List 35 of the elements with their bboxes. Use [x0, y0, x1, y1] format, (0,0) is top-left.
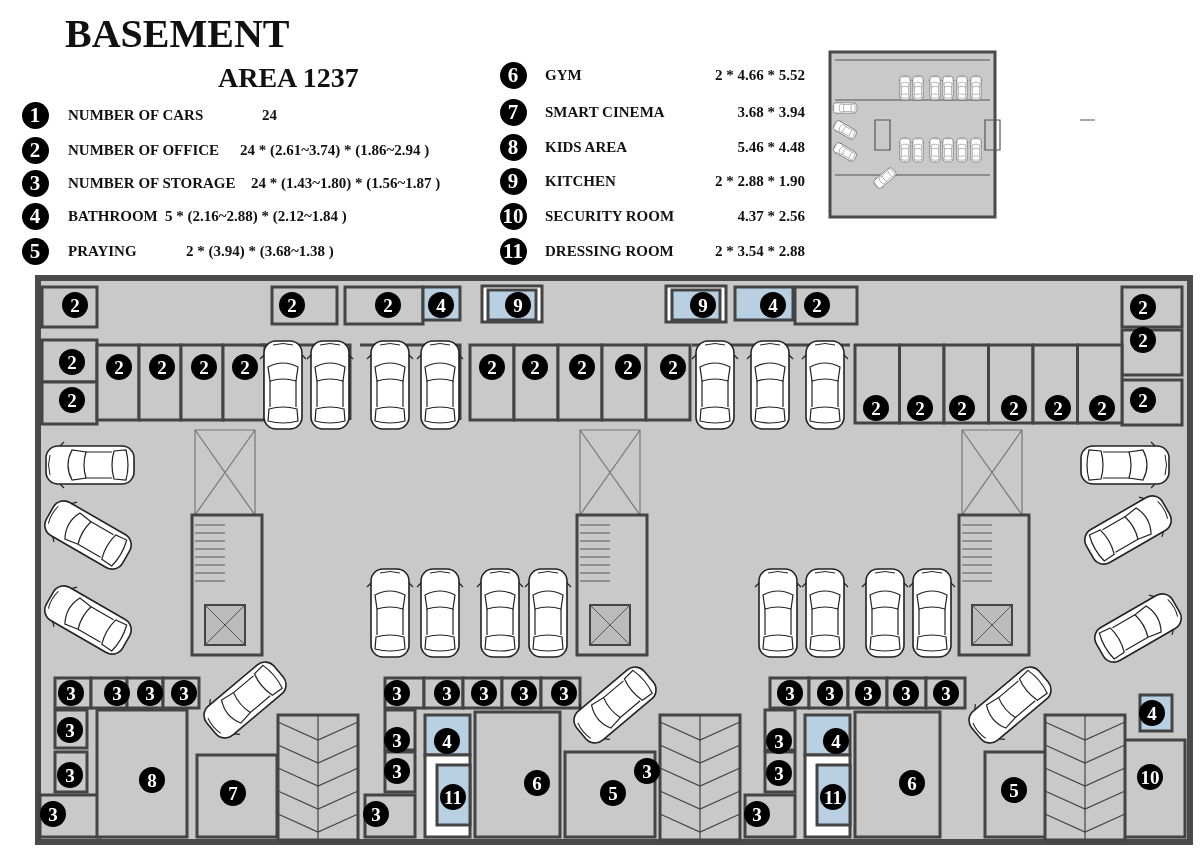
- legend-item-size: 5.46 * 4.48: [737, 139, 805, 155]
- legend-item-size: 5 * (2.16~2.88) * (2.12~1.84 ): [165, 208, 347, 224]
- legend-item-name: GYM: [545, 67, 582, 83]
- area-heading: AREA 1237: [218, 64, 359, 92]
- legend-item-name: DRESSING ROOM: [545, 243, 674, 259]
- legend-item-name: NUMBER OF STORAGE: [68, 175, 236, 191]
- title: BASEMENT: [65, 14, 290, 54]
- legend-item-name: PRAYING: [68, 243, 137, 259]
- legend-item-name: NUMBER OF CARS: [68, 107, 204, 123]
- legend-item-name: SECURITY ROOM: [545, 208, 675, 224]
- callout-number: 4: [21, 202, 49, 230]
- callout-number: 8: [499, 133, 527, 161]
- callout-number: 1: [21, 101, 49, 129]
- legend-item-size: 24: [262, 107, 277, 123]
- legend-item-size: 2 * (3.94) * (3.68~1.38 ): [186, 243, 334, 259]
- callout-number: 10: [499, 202, 527, 230]
- legend-item-size: 24 * (2.61~3.74) * (1.86~2.94 ): [240, 142, 430, 158]
- callout-number: 2: [21, 136, 49, 164]
- legend-item-size: 4.37 * 2.56: [737, 208, 805, 224]
- legend-item-name: KITCHEN: [545, 173, 616, 189]
- callout-number: 3: [21, 169, 49, 197]
- legend-item-name: SMART CINEMA: [545, 104, 665, 120]
- legend-item-name: KIDS AREA: [545, 139, 628, 155]
- legend-item-size: 3.68 * 3.94: [737, 104, 805, 120]
- callout-number: 9: [499, 167, 527, 195]
- callout-number: 7: [499, 98, 527, 126]
- legend-item-size: 2 * 4.66 * 5.52: [715, 67, 805, 83]
- legend-item-name: NUMBER OF OFFICE: [68, 142, 220, 158]
- callout-number: 5: [21, 237, 49, 265]
- callout-number: 11: [499, 237, 527, 265]
- legend-item-size: 24 * (1.43~1.80) * (1.56~1.87 ): [251, 175, 441, 191]
- callout-number: 6: [499, 61, 527, 89]
- legend-item-size: 2 * 2.88 * 1.90: [715, 173, 805, 189]
- legend-item-name: BATHROOM: [68, 208, 158, 224]
- legend-item-size: 2 * 3.54 * 2.88: [715, 243, 805, 259]
